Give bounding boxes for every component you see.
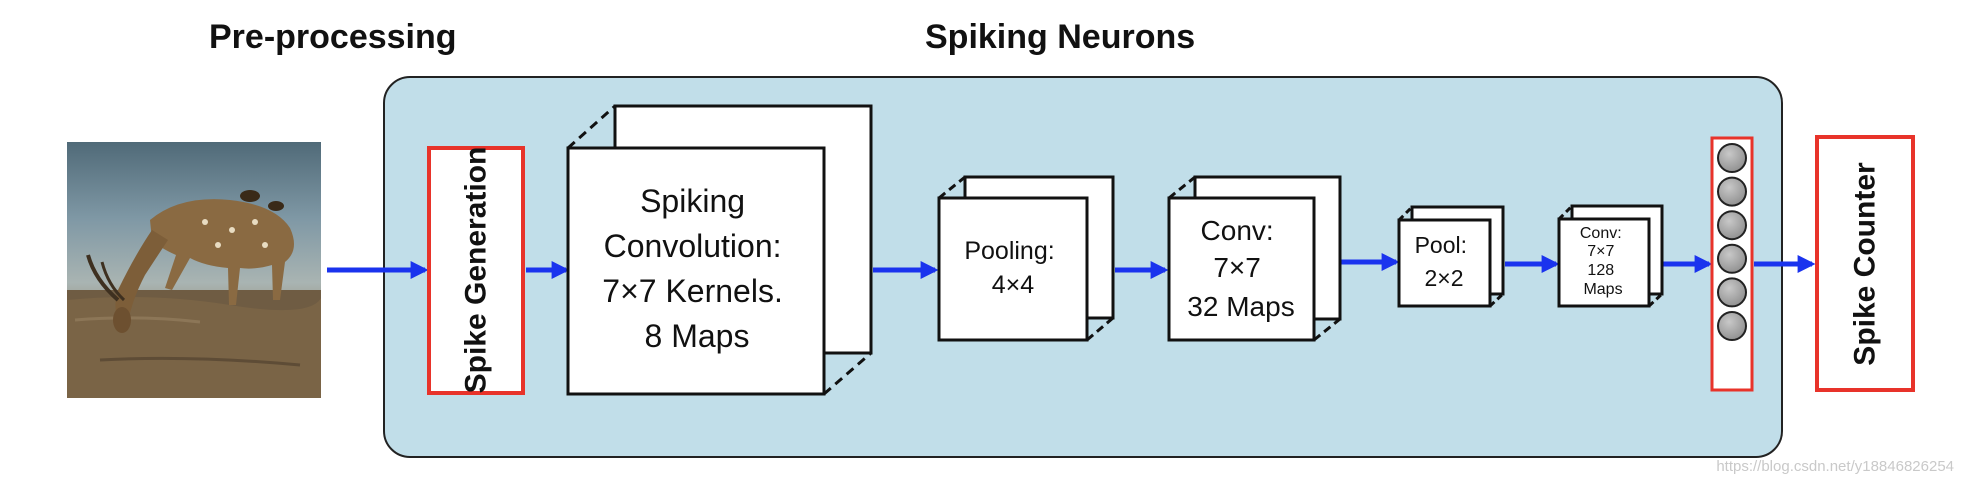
svg-text:Spiking Convolution:: Spiking Convolution: 7×7 Kernels. 8 Maps (602, 183, 791, 354)
output-neuron (1717, 143, 1747, 173)
pool2-block: Pool: 2×2 (1397, 205, 1505, 308)
conv1-line-1: Spiking (640, 183, 745, 219)
conv2-line-2: 7×7 (1213, 252, 1261, 283)
spike-counter-box (1815, 135, 1915, 392)
conv2-line-3: 32 Maps (1187, 291, 1294, 322)
pool1-block: Pooling: 4×4 (937, 175, 1115, 342)
conv3-line-4: Maps (1583, 281, 1622, 298)
pool2-line-1: Pool: (1415, 232, 1467, 258)
watermark: https://blog.csdn.net/y18846826254 (1716, 458, 1954, 475)
conv1-line-3: 7×7 Kernels. (602, 273, 783, 309)
output-neuron (1717, 277, 1747, 308)
input-image (67, 142, 321, 398)
spike-generation-box (427, 146, 525, 395)
arrows (327, 253, 1816, 279)
pool2-line-2: 2×2 (1424, 265, 1463, 291)
conv3-block: Conv: 7×7 128 Maps (1557, 204, 1664, 308)
output-neurons (1717, 143, 1747, 341)
spike-generation-label: Spike Generation (460, 147, 493, 394)
conv2-line-1: Conv: (1201, 215, 1274, 246)
conv3-line-2: 7×7 (1587, 243, 1614, 260)
conv1-line-2: Convolution: (604, 228, 782, 264)
svg-text:Conv: 7×7 128: Conv: 7×7 128 Maps (1580, 225, 1626, 298)
conv3-line-1: Conv: (1580, 225, 1622, 242)
pool1-line-2: 4×4 (992, 271, 1035, 299)
conv3-line-3: 128 (1587, 262, 1614, 279)
svg-text:Conv: 7×7 32 Maps: Conv: 7×7 32 Maps (1187, 215, 1294, 322)
svg-text:Pool: 2×2: Pool: 2×2 (1415, 232, 1474, 291)
output-neuron (1717, 311, 1747, 341)
output-neuron (1717, 243, 1747, 274)
conv1-line-4: 8 Maps (645, 318, 750, 354)
preprocessing-header: Pre-processing (209, 18, 457, 56)
output-neuron (1717, 210, 1747, 241)
svg-text:Pooling: 4×4: Pooling: 4×4 (964, 237, 1061, 299)
conv1-block: Spiking Convolution: 7×7 Kernels. 8 Maps (566, 104, 873, 396)
pool1-line-1: Pooling: (964, 237, 1054, 265)
spiking-neurons-header: Spiking Neurons (925, 18, 1196, 56)
spike-counter-label: Spike Counter (1849, 162, 1882, 366)
conv2-block: Conv: 7×7 32 Maps (1167, 175, 1342, 342)
output-neuron (1717, 176, 1747, 207)
